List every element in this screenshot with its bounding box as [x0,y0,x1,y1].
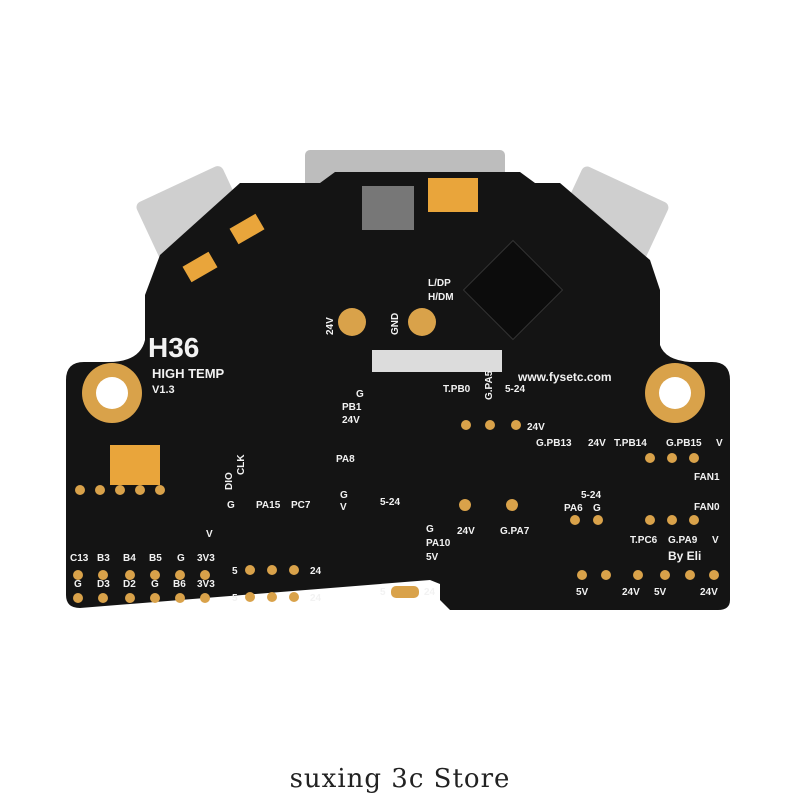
brand-logo: H36 [148,332,199,363]
label-g-pa6: G [593,503,601,514]
label-pc7: PC7 [291,500,311,511]
label-24v-c: 24V [588,438,606,449]
tantalum-cap-1 [229,213,265,245]
ribbon-connector [372,350,502,372]
label-tpc6: T.PC6 [630,535,658,546]
label-g-clk: G [227,500,235,511]
label-tpb0: T.PB0 [443,384,471,395]
label-24-c: 24 [424,587,436,598]
label-fan0: FAN0 [694,502,720,513]
jumper-pad [391,586,419,598]
pin-label: B6 [173,579,186,590]
label-g-pa8: G [340,490,348,501]
pin-label: 3V3 [197,579,215,590]
label-5-24-a: 5-24 [505,384,525,395]
pad-row-right [459,420,719,580]
pin-label: G [151,579,159,590]
website-label: www.fysetc.com [517,370,612,384]
label-g-pa10: G [426,524,434,535]
pin-label: C13 [70,553,89,564]
power-label-row-bottom-right: 5V 24V 5V 24V [576,587,718,598]
label-pa6: PA6 [564,503,583,514]
author-label: By Eli [668,549,701,563]
pin-label-row-2: G D3 D2 G B6 3V3 [74,579,215,590]
pin-label: G [74,579,82,590]
power-label: 5V [576,587,589,598]
label-24v-b: 24V [342,415,360,426]
pin-label: D2 [123,579,136,590]
label-gpa5: G.PA5 [484,370,495,400]
label-gpb13: G.PB13 [536,438,572,449]
pad-row-left [73,485,299,603]
label-gpa7: G.PA7 [500,526,530,537]
label-dio: DIO [224,472,235,490]
power-label: 24V [622,587,640,598]
pin-label: 3V3 [197,553,215,564]
label-24v-top: 24V [325,317,336,335]
label-5-24-b: 5-24 [380,497,400,508]
pin-label: B3 [97,553,110,564]
pin-label: B5 [149,553,162,564]
label-pa8: PA8 [336,454,355,465]
pcb-board-photo: H36 HIGH TEMP V1.3 www.fysetc.com By Eli… [66,150,730,610]
pin-label: D3 [97,579,110,590]
label-gnd-top: GND [390,313,401,335]
mounting-hole-right [645,363,705,423]
label-24v-d: 24V [457,526,475,537]
mounting-hole-left [82,363,142,423]
label-pb1: PB1 [342,402,362,413]
mcu-chip [462,239,564,341]
label-ldp: L/DP [428,278,451,289]
label-5-24-c: 5-24 [581,490,601,501]
power-pad-24v [338,308,366,336]
label-v-a: V [716,438,723,449]
pin-label: G [177,553,185,564]
label-hdm: H/DM [428,292,454,303]
label-5-b: 5 [232,593,238,604]
label-pa15: PA15 [256,500,281,511]
label-pa10: PA10 [426,538,451,549]
label-v-pa8: V [340,502,347,513]
power-label: 5V [654,587,667,598]
orange-capacitor-left [110,445,160,485]
board-subtitle: HIGH TEMP [152,366,225,381]
label-24-a: 24 [310,566,322,577]
label-v-c: V [206,529,213,540]
pin-label-row-1: C13 B3 B4 B5 G 3V3 [70,553,215,564]
pcb-outline [66,172,730,610]
orange-capacitor-top [428,178,478,212]
label-gpa9: G.PA9 [668,535,698,546]
label-fan1: FAN1 [694,472,720,483]
label-24v-a: 24V [527,422,545,433]
label-v-b: V [712,535,719,546]
label-5v-pa10: 5V [426,552,439,563]
board-version: V1.3 [152,384,175,396]
label-24-b: 24 [310,593,322,604]
label-tpb14: T.PB14 [614,438,647,449]
label-5-a: 5 [232,566,238,577]
inductor-component [362,186,414,230]
pin-label: B4 [123,553,136,564]
label-5-c: 5 [380,587,386,598]
tantalum-cap-2 [182,251,218,283]
label-clk: CLK [236,454,247,475]
store-caption: suxing 3c Store [289,764,511,794]
label-g-pb1: G [356,389,364,400]
label-gpb15: G.PB15 [666,438,702,449]
power-label: 24V [700,587,718,598]
power-pad-gnd [408,308,436,336]
